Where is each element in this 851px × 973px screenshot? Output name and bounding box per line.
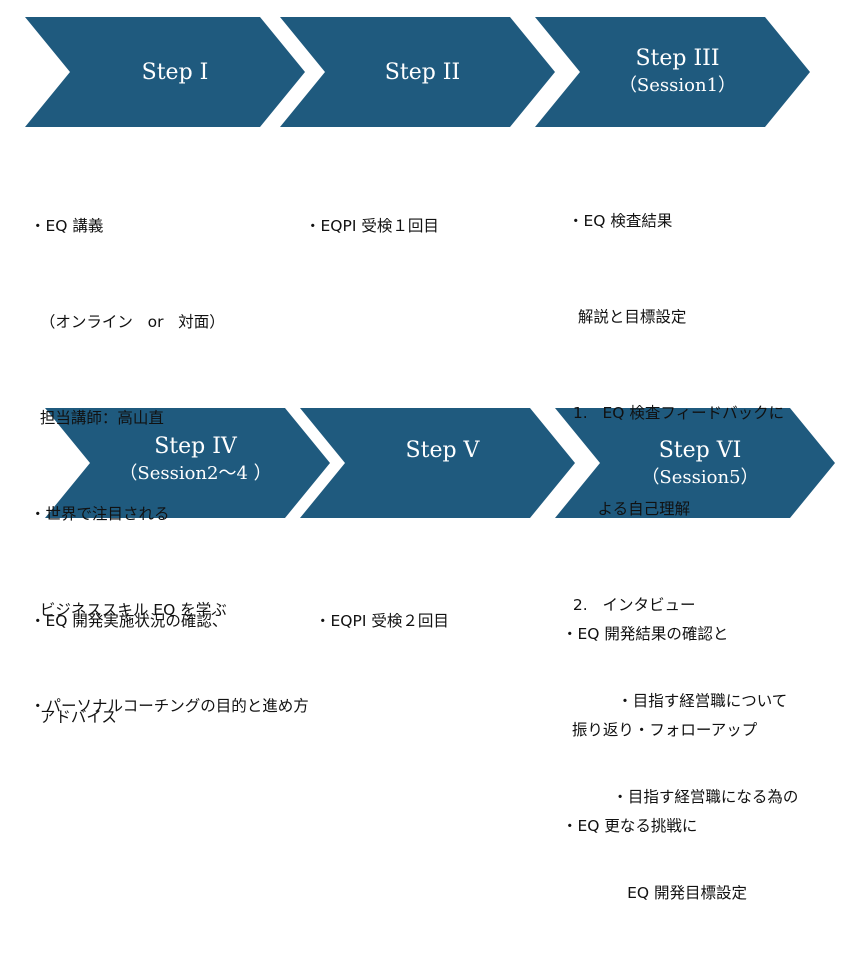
step-2-chevron [280, 17, 555, 127]
step-1-line: ・世界で注目される [30, 505, 170, 523]
step-1-line: （オンライン or 対面） [30, 313, 225, 331]
step-3-title: Step III [635, 46, 720, 71]
step-4-line: ・EQ 開発実施状況の確認、 [30, 612, 228, 630]
step-6-chevron [555, 408, 835, 518]
step-1-label: Step I [70, 58, 280, 88]
step-6-title: Step VI [658, 438, 742, 463]
step-5-line: ・EQPI 受検２回目 [315, 612, 449, 630]
step-4-chevron [45, 408, 330, 518]
step-2-title: Step II [384, 60, 461, 85]
step-5-description: ・EQPI 受検２回目 [315, 541, 449, 701]
step-2-line: ・EQPI 受検１回目 [305, 217, 439, 235]
step-4-subtitle: （Session2～4 ） [119, 462, 272, 484]
step-5-title: Step V [405, 438, 480, 463]
step-4-description: ・EQ 開発実施状況の確認、 アドバイス [30, 541, 227, 797]
step-4-title: Step IV [154, 434, 237, 459]
step-4-line: アドバイス [30, 708, 117, 726]
step-1-line: 担当講師：高山直 [30, 409, 164, 427]
step-6-description: ・EQ 開発結果の確認と 振り返り・フォローアップ ・EQ 更なる挑戦に [562, 554, 757, 906]
step-6-subtitle: （Session5） [641, 466, 759, 488]
chevron-layer [25, 17, 835, 518]
step-1-line: ビジネススキル EQ を学ぶ [30, 601, 227, 619]
step-2-label: Step II [325, 58, 520, 88]
step-2-description: ・EQPI 受検１回目 [305, 146, 439, 306]
step-6-line: ・EQ 更なる挑戦に [562, 817, 698, 835]
step-5-chevron [300, 408, 575, 518]
step-3-line: 解説と目標設定 [568, 308, 687, 326]
step-3-label: Step III （Session1） [580, 44, 775, 98]
step-3-chevron [535, 17, 810, 127]
step-3-line: よる自己理解 [568, 500, 691, 518]
step-3-line: 2. インタビュー [568, 596, 696, 614]
step-5-label: Step V [345, 436, 540, 466]
step-3-line: 1. EQ 検査フィードバックに [568, 404, 785, 422]
step-1-line: ・EQ 講義 [30, 217, 104, 235]
step-6-line: 振り返り・フォローアップ [562, 721, 758, 739]
step-4-label: Step IV （Session2～4 ） [88, 432, 303, 486]
step-3-subtitle: （Session1） [618, 74, 737, 96]
step-1-title: Step I [141, 60, 209, 85]
step-6-label: Step VI （Session5） [600, 436, 800, 490]
step-process-diagram: Step I Step II Step III （Session1） Step … [25, 17, 835, 902]
step-3-line: ・EQ 検査結果 [568, 212, 673, 230]
step-6-line: ・EQ 開発結果の確認と [562, 625, 729, 643]
step-1-chevron [25, 17, 305, 127]
